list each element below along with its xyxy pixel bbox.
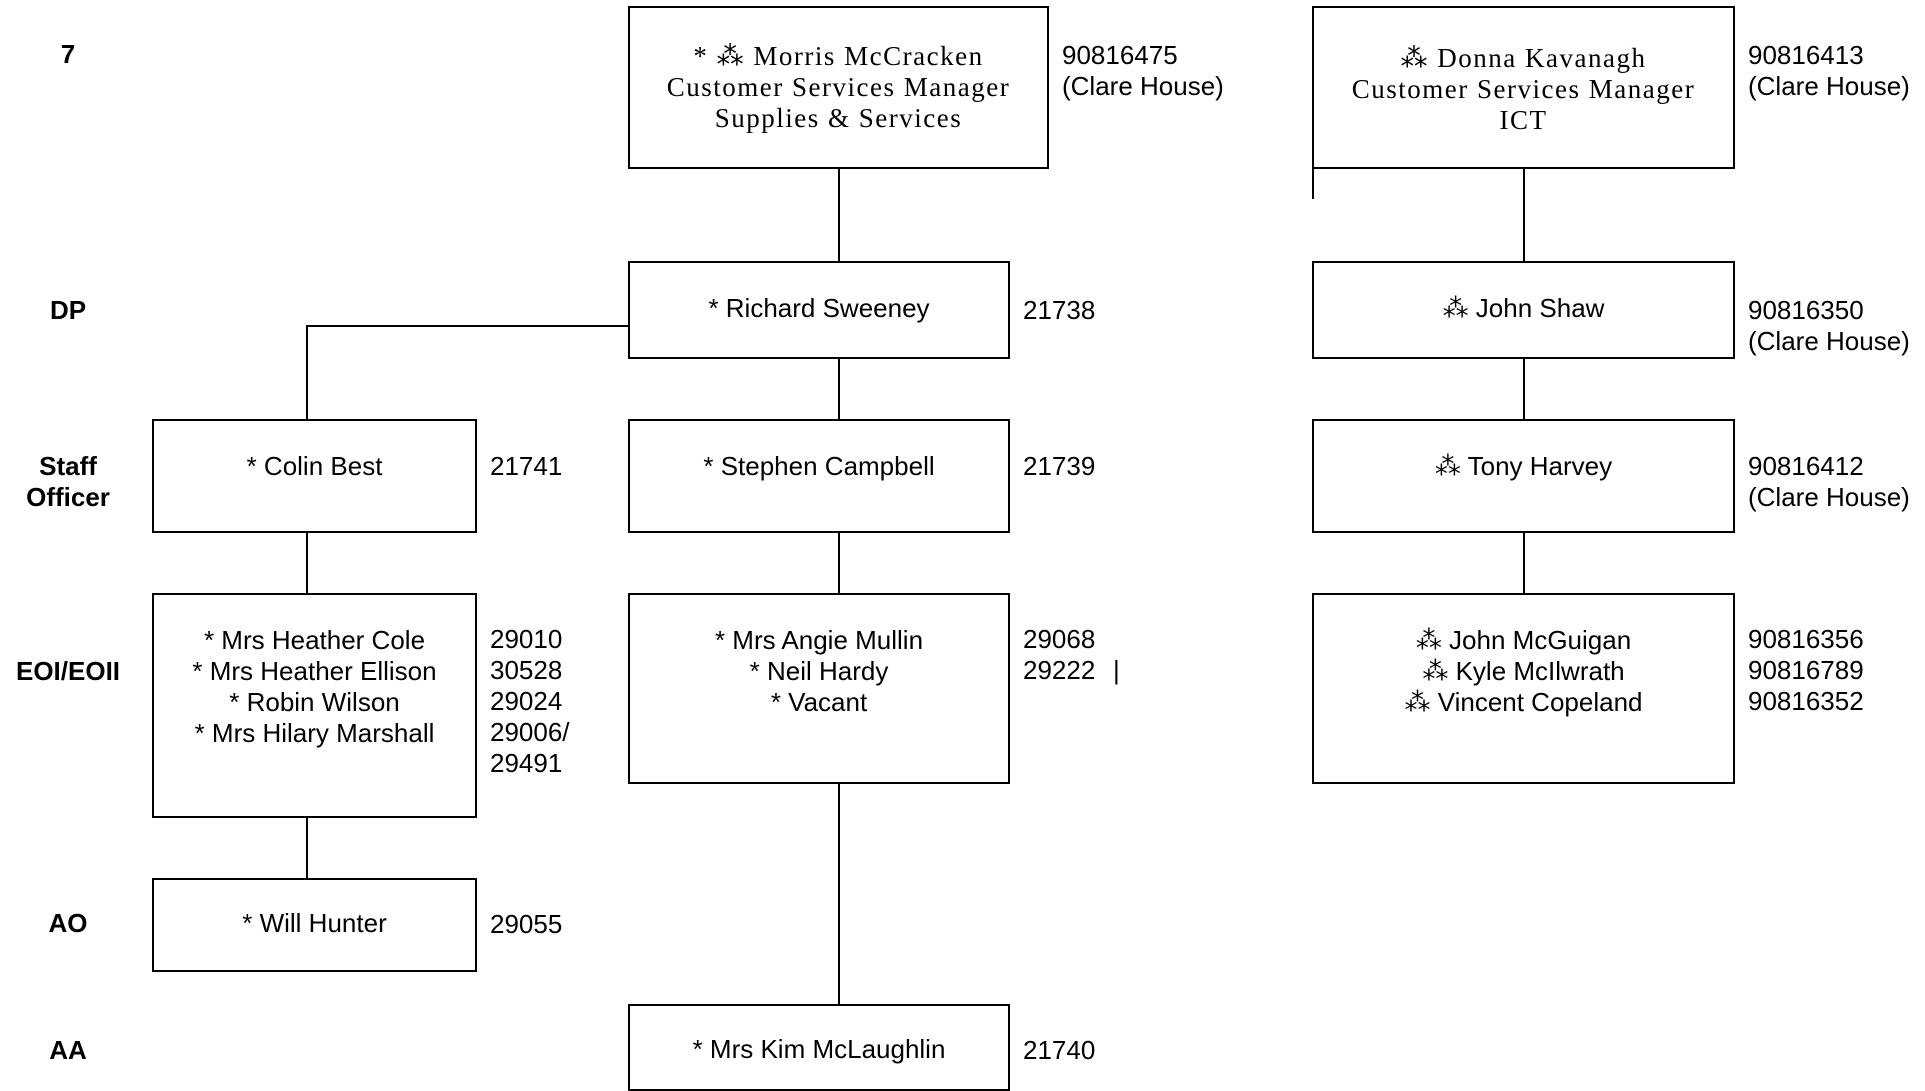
ext-stephen-number: 21739: [1023, 451, 1096, 481]
ext-eo-left-4: 29006/: [490, 717, 570, 747]
ext-kim: 21740: [1023, 1035, 1095, 1066]
grade-label-dp: DP: [49, 295, 87, 325]
ext-stephen: 21739: [1023, 451, 1095, 482]
ext-eo-right-2: 90816789: [1748, 655, 1864, 685]
eo-left-name-3: * Robin Wilson: [229, 687, 400, 717]
ext-eo-mid-1: 29068: [1023, 624, 1096, 654]
box-eo-left: * Mrs Heather Cole * Mrs Heather Ellison…: [152, 593, 477, 818]
tony-name: ⁂ Tony Harvey: [1434, 451, 1613, 481]
grade-label-officer: Officer: [26, 482, 110, 512]
grade-label-eo: EOI/EOII: [15, 656, 121, 686]
eo-right-name-2: ⁂ Kyle McIlwrath: [1422, 656, 1625, 686]
eo-mid-name-3: * Vacant: [770, 687, 868, 717]
ext-john-shaw-location: (Clare House): [1748, 326, 1910, 356]
ext-eo-mid: 29068 29222: [1023, 624, 1095, 686]
john-shaw-name: ⁂ John Shaw: [1442, 293, 1605, 323]
box-morris-mccracken: * ⁂ Morris McCracken Customer Services M…: [628, 6, 1049, 169]
ext-eo-right-3: 90816352: [1748, 686, 1864, 716]
donna-name: ⁂ Donna Kavanagh: [1400, 43, 1647, 73]
stephen-name: * Stephen Campbell: [703, 451, 935, 481]
will-name: * Will Hunter: [242, 908, 387, 938]
connector-tony-eo: [1523, 531, 1525, 595]
ext-will: 29055: [490, 909, 562, 940]
ext-john-shaw-number: 90816350: [1748, 295, 1864, 325]
ext-morris-number: 90816475: [1062, 40, 1178, 70]
kim-name: * Mrs Kim McLaughlin: [692, 1034, 946, 1064]
morris-title: Customer Services Manager: [666, 72, 1011, 102]
connector-eo-kim: [838, 782, 840, 1006]
donna-box-left-tail: [1312, 165, 1314, 199]
grade-label-7: 7: [60, 39, 76, 69]
connector-colin-eo: [306, 531, 308, 595]
ext-donna: 90816413 (Clare House): [1748, 40, 1910, 102]
connector-eo-will: [306, 816, 308, 880]
connector-morris-richard: [838, 167, 840, 263]
ext-morris: 90816475 (Clare House): [1062, 40, 1224, 102]
eo-mid-name-2: * Neil Hardy: [749, 656, 889, 686]
donna-division: ICT: [1499, 105, 1548, 135]
ext-john-shaw: 90816350 (Clare House): [1748, 295, 1910, 357]
eo-left-name-4: * Mrs Hilary Marshall: [194, 718, 435, 748]
box-kim-mclaughlin: * Mrs Kim McLaughlin: [628, 1004, 1010, 1091]
ext-tony-number: 90816412: [1748, 451, 1864, 481]
eo-right-name-1: ⁂ John McGuigan: [1415, 625, 1632, 655]
ext-donna-number: 90816413: [1748, 40, 1864, 70]
ext-eo-left-3: 29024: [490, 686, 563, 716]
richard-name: * Richard Sweeney: [708, 293, 930, 323]
box-john-shaw: ⁂ John Shaw: [1312, 261, 1735, 359]
ext-eo-left-2: 30528: [490, 655, 563, 685]
eo-left-name-2: * Mrs Heather Ellison: [192, 656, 437, 686]
ext-will-number: 29055: [490, 909, 563, 939]
box-will-hunter: * Will Hunter: [152, 878, 477, 972]
ext-richard: 21738: [1023, 295, 1095, 326]
grade-label-staff: Staff: [39, 451, 97, 481]
connector-richard-left-h: [306, 325, 631, 327]
connector-richard-colin-v: [306, 325, 308, 421]
ext-eo-left-5: 29491: [490, 748, 563, 778]
connector-john-tony: [1523, 357, 1525, 421]
ext-eo-left-1: 29010: [490, 624, 563, 654]
eo-mid-name-1: * Mrs Angie Mullin: [714, 625, 924, 655]
connector-donna-john: [1523, 167, 1525, 263]
morris-division: Supplies & Services: [714, 103, 963, 133]
box-stephen-campbell: * Stephen Campbell: [628, 419, 1010, 533]
box-richard-sweeney: * Richard Sweeney: [628, 261, 1010, 359]
ext-donna-location: (Clare House): [1748, 71, 1910, 101]
ext-kim-number: 21740: [1023, 1035, 1096, 1065]
grade-label-staff-officer: Staff Officer: [8, 451, 128, 513]
connector-richard-stephen: [838, 357, 840, 421]
box-colin-best: * Colin Best: [152, 419, 477, 533]
ext-eo-left: 29010 30528 29024 29006/ 29491: [490, 624, 570, 779]
connector-stephen-eo: [838, 531, 840, 595]
morris-name: * ⁂ Morris McCracken: [693, 41, 984, 71]
ext-morris-location: (Clare House): [1062, 71, 1224, 101]
ext-colin: 21741: [490, 451, 562, 482]
eo-left-name-1: * Mrs Heather Cole: [203, 625, 426, 655]
box-tony-harvey: ⁂ Tony Harvey: [1312, 419, 1735, 533]
colin-name: * Colin Best: [246, 451, 383, 481]
ext-tony-location: (Clare House): [1748, 482, 1910, 512]
box-eo-mid: * Mrs Angie Mullin * Neil Hardy * Vacant: [628, 593, 1010, 784]
text-cursor-mark: |: [1113, 655, 1120, 685]
box-eo-right: ⁂ John McGuigan ⁂ Kyle McIlwrath ⁂ Vince…: [1312, 593, 1735, 784]
box-donna-kavanagh: ⁂ Donna Kavanagh Customer Services Manag…: [1312, 6, 1735, 169]
donna-title: Customer Services Manager: [1351, 74, 1696, 104]
eo-right-name-3: ⁂ Vincent Copeland: [1404, 687, 1643, 717]
ext-eo-mid-2: 29222: [1023, 655, 1096, 685]
ext-eo-right: 90816356 90816789 90816352: [1748, 624, 1864, 717]
ext-richard-number: 21738: [1023, 295, 1096, 325]
ext-eo-right-1: 90816356: [1748, 624, 1864, 654]
grade-label-aa: AA: [49, 1035, 87, 1065]
ext-colin-number: 21741: [490, 451, 563, 481]
grade-label-ao: AO: [48, 908, 88, 938]
ext-tony: 90816412 (Clare House): [1748, 451, 1910, 513]
